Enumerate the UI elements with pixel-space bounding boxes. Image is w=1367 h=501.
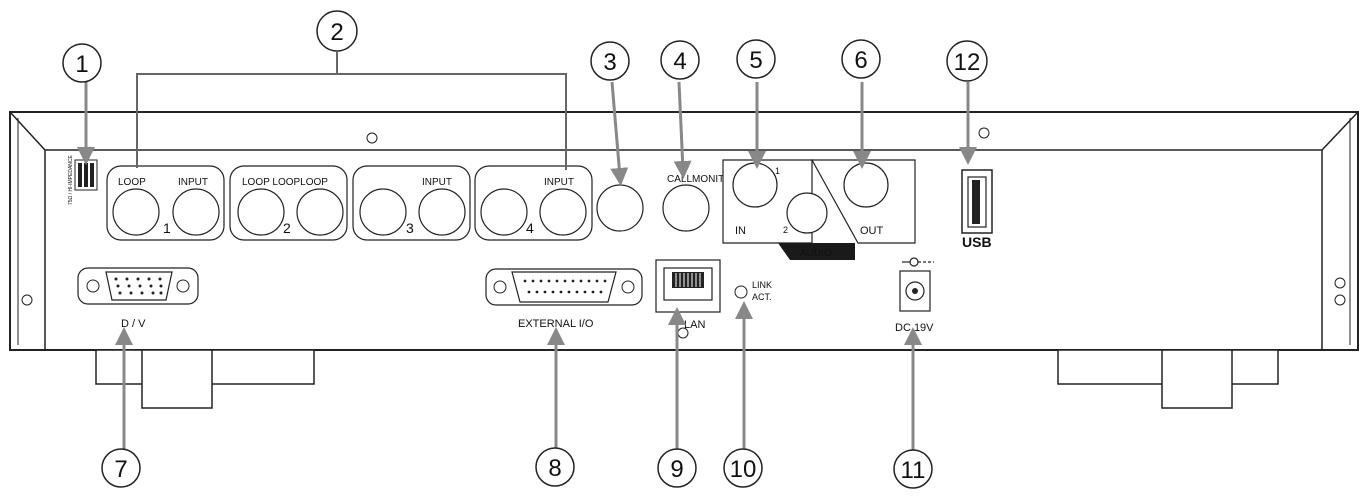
svg-text:10: 10 [730,456,757,483]
usb-port: USB [961,169,993,250]
svg-text:5: 5 [749,47,762,74]
callout-12: 12 [946,40,988,82]
rca-audio-in-2 [786,192,828,234]
audio-band [778,243,855,260]
svg-text:11: 11 [901,457,926,484]
audio-in-2-label: 2 [783,225,788,235]
left-foot [95,349,315,409]
impedance-label: 75Ω / HI-IMPEDANCE [68,154,74,205]
dc-power-jack: DC 19V [895,257,934,334]
rca-audio-in-1 [732,162,778,208]
bnc-ch2-input [296,188,344,236]
callout-5: 5 [736,39,776,79]
ch3-number: 3 [406,220,414,236]
link-label: LINK [752,280,772,290]
svg-text:9: 9 [670,456,683,483]
video-channel-4: INPUT 4 [474,165,593,241]
bnc-ch1-loop [112,188,160,236]
svg-text:2: 2 [330,19,343,46]
lan-port: LAN [655,259,721,331]
svg-text:3: 3 [603,49,616,76]
callout-1: 1 [62,43,102,83]
call-monitor-label: CALLMONITOR [667,174,739,185]
bnc-ch4-input [539,188,587,236]
lan-label: LAN [684,319,705,331]
audio-out-label: OUT [860,225,884,237]
dc-label: DC 19V [895,322,934,334]
act-label: ACT. [752,292,772,302]
video-channel-2: LOOP LOOPLOOP 2 [229,165,348,241]
callout-8: 8 [535,447,575,487]
svg-text:8: 8 [548,455,561,482]
callout-4: 4 [660,40,700,80]
bnc-port-3 [596,184,644,232]
external-io-port: EXTERNAL I/O [485,268,643,330]
audio-block: AUDIO 1 2 IN OUT [722,159,916,260]
video-channel-3: INPUT 3 [352,165,471,241]
vga-label: D / V [121,318,146,330]
svg-text:7: 7 [114,456,127,483]
bnc-ch1-input [172,188,220,236]
dc-polarity-icon [902,257,934,267]
svg-text:1: 1 [75,51,88,78]
video-channel-1: LOOP INPUT 1 [106,165,225,241]
vga-port: D / V [77,267,199,330]
link-led: LINK ACT. [734,280,772,302]
ch4-number: 4 [526,220,534,236]
ch1-input-label: INPUT [178,177,208,188]
rca-audio-out [843,162,889,208]
callout-6: 6 [841,39,881,79]
callout-7: 7 [101,448,141,488]
ch1-loop-label: LOOP [118,177,146,188]
callout-10: 10 [723,448,763,488]
right-foot [1057,349,1279,409]
usb-label: USB [962,234,992,250]
ch4-input-label: INPUT [544,177,574,188]
svg-text:4: 4 [673,48,686,75]
audio-in-1-label: 1 [775,166,780,176]
screws [21,127,1346,339]
bnc-ch3-loop [359,188,407,236]
svg-text:12: 12 [954,49,981,76]
callout-11: 11 [893,449,933,489]
callout-3: 3 [590,41,630,81]
leader-lines [77,52,977,452]
bnc-call-monitor [662,184,710,232]
bnc-ch3-input [418,188,466,236]
callout-2: 2 [316,10,358,52]
bnc-ch2-loop [237,188,285,236]
audio-in-label: IN [735,225,746,237]
ch3-input-label: INPUT [422,177,452,188]
ch2-loop-label: LOOP LOOPLOOP [242,177,328,188]
external-io-label: EXTERNAL I/O [518,318,594,330]
callout-9: 9 [657,448,697,488]
ch2-number: 2 [283,220,291,236]
impedance-switch: 75Ω / HI-IMPEDANCE [68,154,98,205]
audio-label: AUDIO [800,248,832,259]
bnc-ch4-loop [480,188,528,236]
call-monitor: CALLMONITOR [662,174,739,232]
svg-text:6: 6 [854,47,867,74]
chassis [9,111,1359,351]
ch1-number: 1 [163,220,171,236]
